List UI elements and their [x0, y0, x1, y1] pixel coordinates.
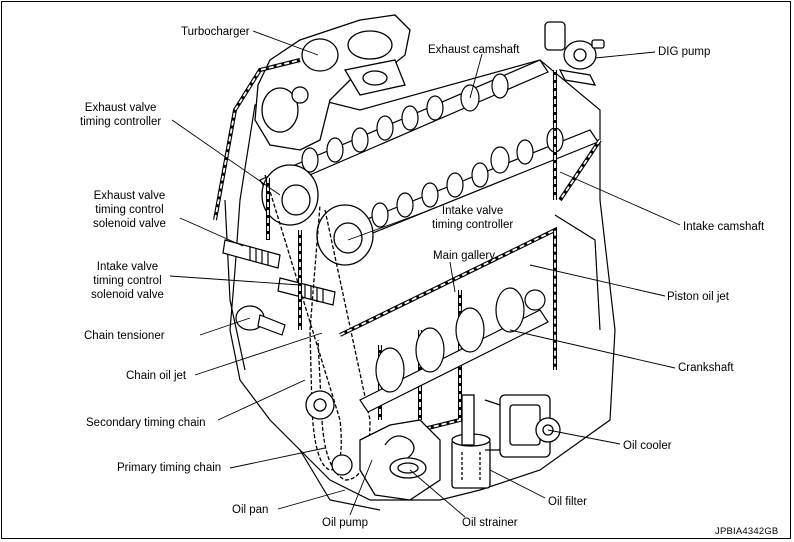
label-intake-vtc-solenoid: Intake valve timing control solenoid val… — [91, 260, 164, 302]
label-oil-strainer: Oil strainer — [462, 517, 518, 529]
exhaust-vtc-solenoid-part — [222, 239, 281, 269]
label-intake-vtc-line2: timing controller — [432, 219, 514, 231]
label-intake-vtc: Intake valve timing controller — [432, 204, 513, 232]
turbocharger-part — [254, 14, 411, 151]
label-exhaust-vtc-line1: Exhaust valve — [84, 102, 157, 114]
label-exhaust-vtc-solenoid-line1: Exhaust valve — [93, 190, 166, 202]
label-turbocharger: Turbocharger — [181, 26, 250, 38]
intake-vtc-solenoid-part — [277, 277, 336, 306]
label-intake-vtc-solenoid-line1: Intake valve — [96, 261, 159, 273]
exhaust-camshaft-part — [259, 59, 549, 194]
oil-filter-part — [451, 394, 491, 489]
label-oil-filter: Oil filter — [548, 496, 587, 508]
label-dig-pump: DIG pump — [658, 46, 711, 58]
exhaust-vtc-sprocket — [261, 164, 319, 226]
label-exhaust-vtc-solenoid-line2: timing control — [95, 204, 164, 216]
label-primary-timing-chain: Primary timing chain — [117, 462, 222, 474]
label-exhaust-vtc-line2: timing controller — [80, 116, 162, 128]
label-intake-vtc-solenoid-line3: solenoid valve — [91, 289, 164, 301]
label-exhaust-camshaft: Exhaust camshaft — [428, 44, 520, 56]
label-oil-pump: Oil pump — [322, 517, 369, 529]
label-intake-camshaft: Intake camshaft — [683, 221, 765, 233]
label-intake-vtc-line1: Intake valve — [441, 205, 504, 217]
leader-lines — [169, 30, 681, 518]
figure-code: JPBIA4342GB — [715, 526, 779, 537]
label-chain-tensioner: Chain tensioner — [84, 330, 165, 342]
engine-block — [224, 59, 616, 511]
label-secondary-timing-chain: Secondary timing chain — [86, 417, 206, 429]
oil-cooler-part — [484, 394, 561, 458]
label-intake-vtc-solenoid-line2: timing control — [93, 275, 162, 287]
timing-chains — [264, 174, 371, 481]
crankshaft-part — [359, 287, 549, 413]
label-oil-cooler: Oil cooler — [623, 440, 672, 452]
label-exhaust-vtc-solenoid-line3: solenoid valve — [93, 218, 166, 230]
intake-vtc-sprocket — [316, 204, 374, 266]
dig-pump-part — [544, 21, 605, 86]
label-crankshaft: Crankshaft — [678, 362, 734, 374]
label-chain-oil-jet: Chain oil jet — [126, 370, 187, 382]
label-exhaust-vtc: Exhaust valve timing controller — [80, 101, 161, 129]
label-exhaust-vtc-solenoid: Exhaust valve timing control solenoid va… — [93, 189, 166, 231]
oil-pump-part — [359, 419, 441, 501]
label-main-gallery: Main gallery — [433, 250, 495, 262]
label-oil-pan: Oil pan — [232, 504, 269, 516]
label-piston-oil-jet: Piston oil jet — [667, 291, 730, 303]
